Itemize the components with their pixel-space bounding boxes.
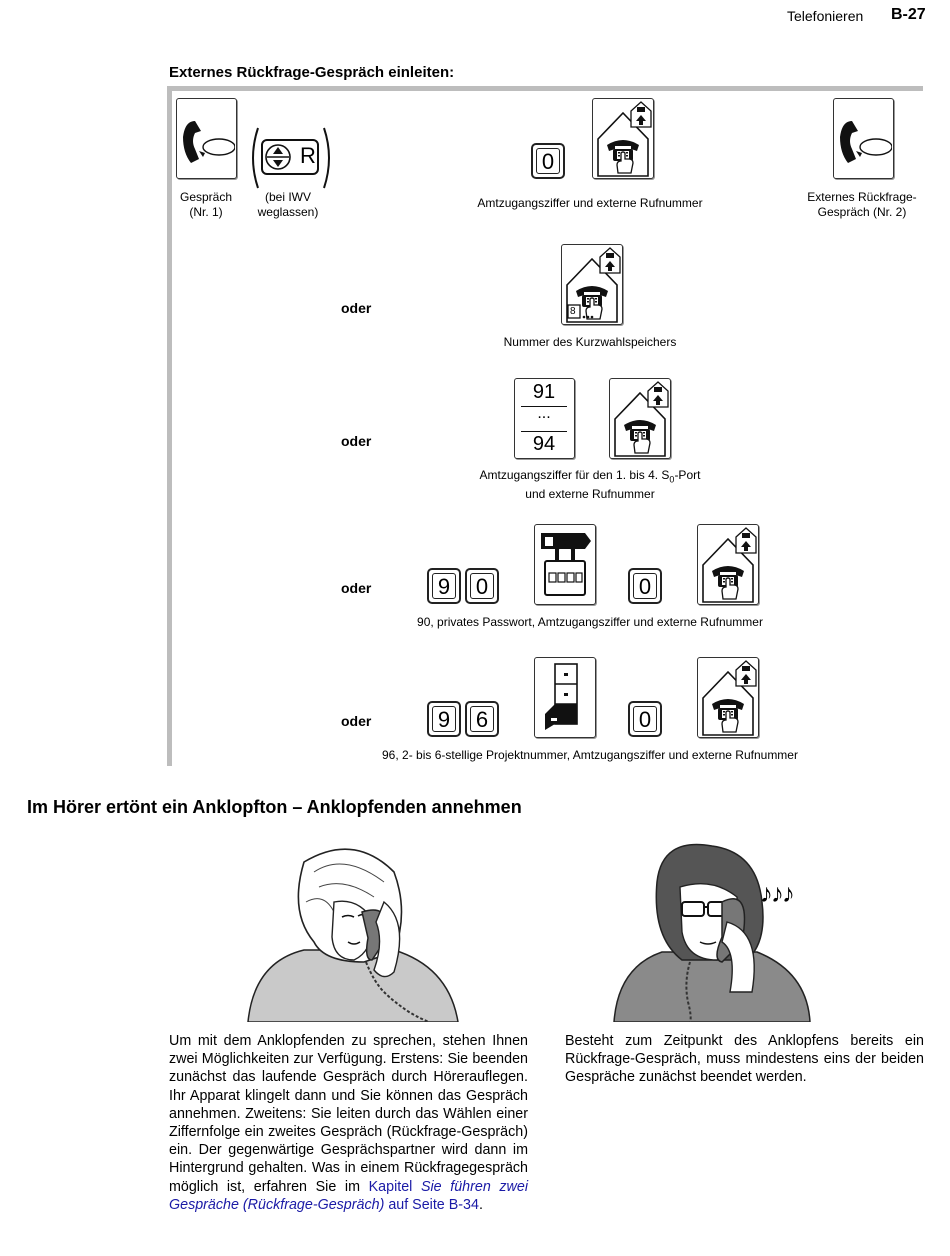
caption-call1: Gespräch (Nr. 1) xyxy=(166,190,246,220)
port-code-bottom: 94 xyxy=(532,433,556,455)
r-key-label: R xyxy=(300,143,316,168)
digit-key-0c: 0 xyxy=(628,568,662,604)
frame-top-bar xyxy=(167,86,923,91)
header-section: Telefonieren xyxy=(787,8,864,24)
handset-icon-2 xyxy=(833,98,894,179)
heading-call-waiting: Im Hörer ertönt ein Anklopfton – Anklopf… xyxy=(27,797,522,817)
handset-icon xyxy=(176,98,237,179)
caption-call1-line1: Gespräch xyxy=(179,190,233,204)
dial-number-icon-3 xyxy=(697,524,759,605)
link-kapitel[interactable]: Kapitel xyxy=(368,1178,413,1195)
caption-port-line1: Amtzugangsziffer für den 1. bis 4. S0-Po… xyxy=(470,468,710,487)
r-key-group xyxy=(246,126,336,190)
port-divider-1 xyxy=(521,406,567,407)
port-codes-box: 91 ... 94 xyxy=(514,378,575,459)
caption-iwv: (bei IWV weglassen) xyxy=(248,190,328,220)
digit-key-6: 6 xyxy=(465,701,499,737)
caption-password: 90, privates Passwort, Amtzugangsziffer … xyxy=(417,615,763,629)
caption-port-text2: -Port xyxy=(674,468,701,482)
paragraph-right: Besteht zum Zeitpunkt des Anklopfens ber… xyxy=(565,1033,924,1086)
digit-key-6-label: 6 xyxy=(470,706,494,732)
port-code-mid: ... xyxy=(537,405,551,422)
page-number: B-27 xyxy=(891,6,926,23)
paragraph-left-text: Um mit dem Anklopfenden zu sprechen, ste… xyxy=(169,1033,528,1195)
speed-dial-key-label: 8 xyxy=(570,306,576,317)
caption-call2-line1: Externes Rückfrage- xyxy=(807,190,917,204)
caption-dial: Amtzugangsziffer und externe Rufnummer xyxy=(477,196,703,210)
port-divider-2 xyxy=(521,431,567,432)
caption-port-text1: Amtzugangsziffer für den 1. bis 4. S xyxy=(479,468,670,482)
digit-key-9: 9 xyxy=(427,568,461,604)
digit-key-9-label: 9 xyxy=(432,573,456,599)
link-chapter-title[interactable]: Sie führen zwei Gespräche (Rückfrage-Ges… xyxy=(169,1178,529,1213)
dial-number-icon-2 xyxy=(609,378,671,459)
caption-call2-line2: Gespräch (Nr. 2) xyxy=(817,205,907,219)
digit-key-0: 0 xyxy=(531,143,565,179)
oder-label-2: oder xyxy=(341,433,372,449)
caption-port: Amtzugangsziffer für den 1. bis 4. S0-Po… xyxy=(470,468,710,502)
digit-key-0b: 0 xyxy=(465,568,499,604)
caption-project: 96, 2- bis 6-stellige Projektnummer, Amt… xyxy=(382,748,798,762)
digit-key-9b-label: 9 xyxy=(432,706,456,732)
frame-left-bar xyxy=(167,86,172,766)
speed-dial-icon: 8 xyxy=(561,244,623,325)
dial-number-icon xyxy=(592,98,654,179)
caption-port-line2: und externe Rufnummer xyxy=(525,487,655,502)
caption-iwv-line2: weglassen) xyxy=(257,205,319,219)
caption-call1-line2: (Nr. 1) xyxy=(189,205,223,219)
dial-number-icon-4 xyxy=(697,657,759,738)
woman-on-phone-illustration xyxy=(244,842,460,1022)
paragraph-left: Um mit dem Anklopfenden zu sprechen, ste… xyxy=(169,1032,528,1214)
oder-label-4: oder xyxy=(341,713,372,729)
link-page-ref[interactable]: auf Seite B-34 xyxy=(388,1196,479,1213)
paragraph-left-end: . xyxy=(478,1196,483,1213)
digit-key-0d: 0 xyxy=(628,701,662,737)
section-title: Externes Rückfrage-Gespräch einleiten: xyxy=(169,64,455,81)
caption-speed-dial: Nummer des Kurzwahlspeichers xyxy=(503,335,677,349)
digit-key-0d-label: 0 xyxy=(633,706,657,732)
caption-iwv-line1: (bei IWV xyxy=(264,190,311,204)
port-code-top: 91 xyxy=(532,381,556,403)
woman-hearing-tone-illustration xyxy=(612,842,814,1022)
caption-port-sub: 0 xyxy=(669,474,675,485)
digit-key-0c-label: 0 xyxy=(633,573,657,599)
digit-key-0-label: 0 xyxy=(536,148,560,174)
password-lock-icon xyxy=(534,524,596,605)
caption-call2: Externes Rückfrage- Gespräch (Nr. 2) xyxy=(800,190,924,220)
file-cabinet-icon xyxy=(534,657,596,738)
oder-label-3: oder xyxy=(341,580,372,596)
ring-tone-notes: ♪♪♪ xyxy=(760,878,795,908)
digit-key-0b-label: 0 xyxy=(470,573,494,599)
oder-label-1: oder xyxy=(341,300,372,316)
digit-key-9b: 9 xyxy=(427,701,461,737)
